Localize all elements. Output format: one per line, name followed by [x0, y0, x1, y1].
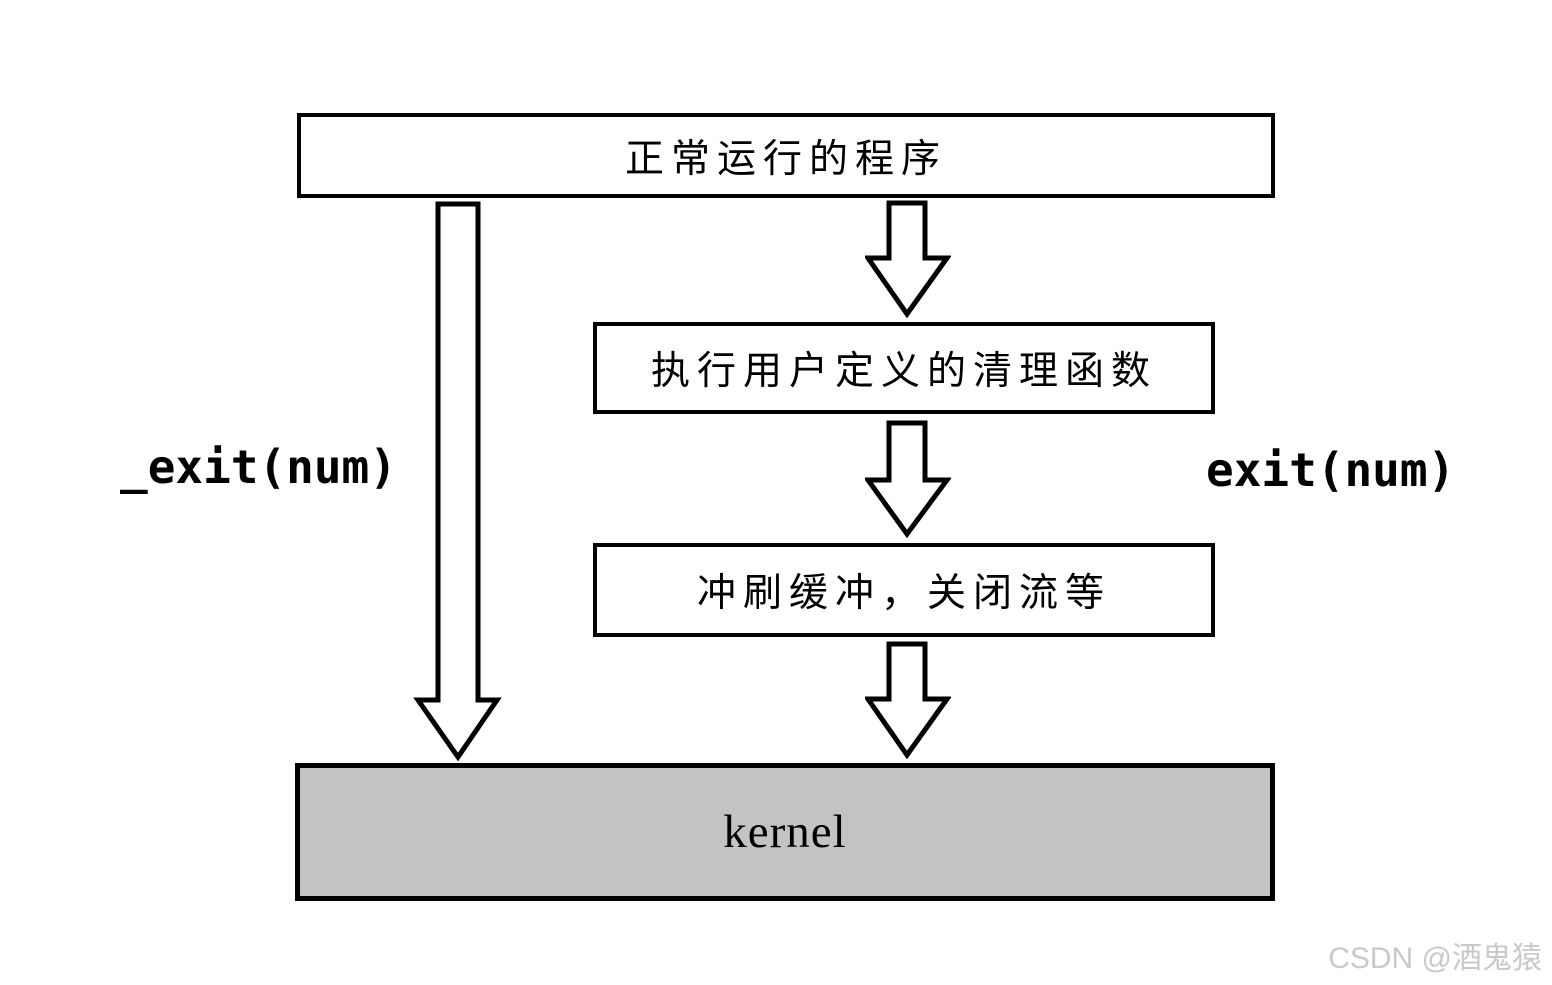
direct-exit-down-arrow-icon [413, 201, 502, 761]
cleanup-box-label: 执行用户定义的清理函数 [650, 350, 1157, 393]
kernel-box: kernel [295, 763, 1275, 901]
down-arrow-icon-program-to-cleanup [865, 200, 951, 318]
flush-box: 冲刷缓冲，关闭流等 [593, 543, 1215, 637]
cleanup-box: 执行用户定义的清理函数 [593, 322, 1215, 414]
underscore-exit-call-label: _exit(num) [120, 440, 397, 494]
program-box-label: 正常运行的程序 [624, 137, 947, 181]
csdn-watermark: CSDN @酒鬼猿 [1328, 942, 1542, 975]
down-arrow-icon-cleanup-to-flush [865, 420, 951, 538]
program-box: 正常运行的程序 [297, 113, 1275, 198]
exit-call-label: exit(num) [1206, 443, 1456, 497]
kernel-box-label: kernel [723, 806, 847, 858]
flush-box-label: 冲刷缓冲，关闭流等 [696, 572, 1111, 615]
down-arrow-icon-flush-to-kernel [865, 641, 951, 759]
